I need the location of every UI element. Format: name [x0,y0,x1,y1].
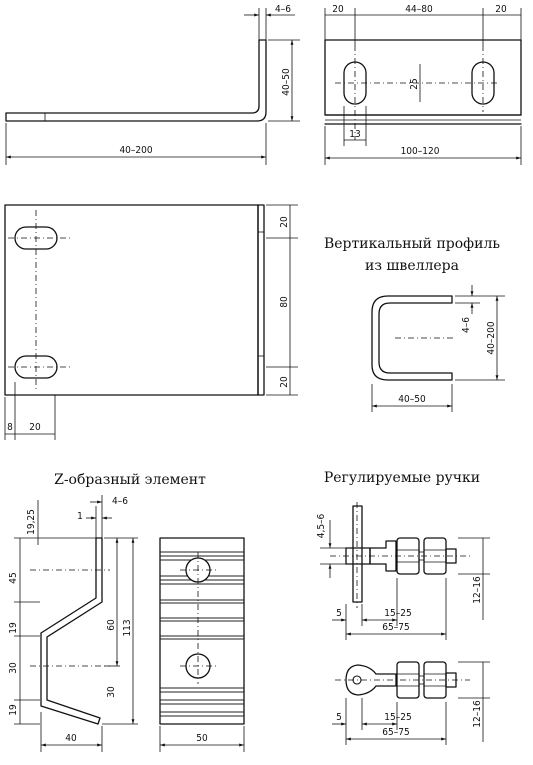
dim-s19b: 19 [8,704,19,716]
dim-s30b: 30 [106,686,117,698]
dim-t2: 4–6 [112,496,128,507]
dim-len: 15–25 [384,712,411,723]
channel-profile: Вертикальный профиль из швеллера 4–6 40–… [324,236,505,412]
dim-s113: 113 [122,619,133,636]
dim-s60: 60 [106,619,117,631]
dim-slot-width: 13 [349,129,360,140]
dim-thread: 4,5–6 [316,513,327,538]
dim-width: 40–50 [398,394,426,405]
adjustable-handle-1: Регулируемые ручки 4,5–6 12–16 5 15–25 [316,470,490,640]
dim-len: 15–25 [384,608,411,619]
plate-view: 20 80 20 8 20 [4,204,298,440]
dim-s45: 45 [8,572,19,583]
dim-edge-left: 20 [332,4,344,15]
dim-s30a: 30 [8,662,19,674]
dim-bottom: 20 [279,376,290,388]
dim-thickness: 4–6 [461,317,472,333]
dim-height: 40–200 [486,321,497,354]
dim-c5: 5 [336,608,342,619]
dim-offset: 19,25 [26,509,37,535]
dim-middle: 80 [279,296,290,308]
dim-slot-length: 25 [409,78,420,89]
dim-width: 50 [196,733,208,744]
dim-diam: 12–16 [472,700,483,728]
dim-overall: 100–120 [401,146,440,157]
dim-overall: 65–75 [382,727,409,738]
angle-bracket-side-view: 4–6 40–50 40–200 [5,4,300,165]
dim-hole-spacing: 44–80 [405,4,433,15]
dim-s19a: 19 [8,622,19,634]
dim-diam: 12–16 [472,576,483,604]
dim-height: 40–50 [281,68,292,96]
dim-t1: 1 [77,511,83,522]
dim-width: 40 [65,733,77,744]
dim-thickness: 4–6 [275,4,291,15]
adjustable-handle-2: 12–16 5 15–25 65–75 [332,661,490,745]
z-element-side-view: Z-образный элемент 1 4–6 19,25 45 19 30 … [8,472,206,752]
caption-channel-line1: Вертикальный профиль [324,236,500,252]
dim-c5: 5 [336,712,342,723]
dim-left-small: 8 [7,422,13,433]
dim-left: 20 [29,422,41,433]
caption-z-element: Z-образный элемент [54,472,206,488]
dim-overall: 65–75 [382,622,409,633]
dim-length: 40–200 [119,145,152,156]
caption-channel-line2: из швеллера [365,258,459,274]
angle-bracket-top-view: 20 44–80 20 25 13 100–120 [324,4,522,165]
z-element-front-view: 50 [159,537,245,752]
caption-handles: Регулируемые ручки [324,470,480,486]
dim-edge-right: 20 [495,4,507,15]
dim-top: 20 [279,216,290,228]
